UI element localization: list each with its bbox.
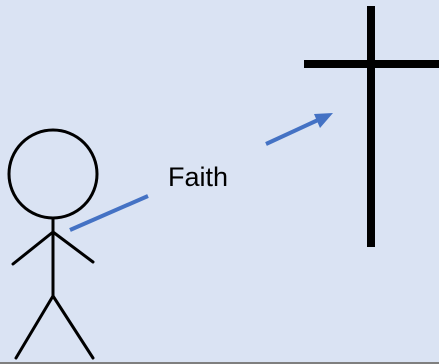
figure-leg-left [16,296,53,358]
cross-icon [304,6,439,247]
stick-figure-icon [9,130,97,358]
arrow-segment-lower [70,196,148,230]
arrow-head [314,113,333,128]
arrow-segment-upper [266,120,318,144]
figure-arm-right [53,232,93,262]
faith-label: Faith [168,160,228,194]
figure-arm-left [13,232,53,264]
figure-leg-right [53,296,93,358]
figure-head [9,130,97,218]
